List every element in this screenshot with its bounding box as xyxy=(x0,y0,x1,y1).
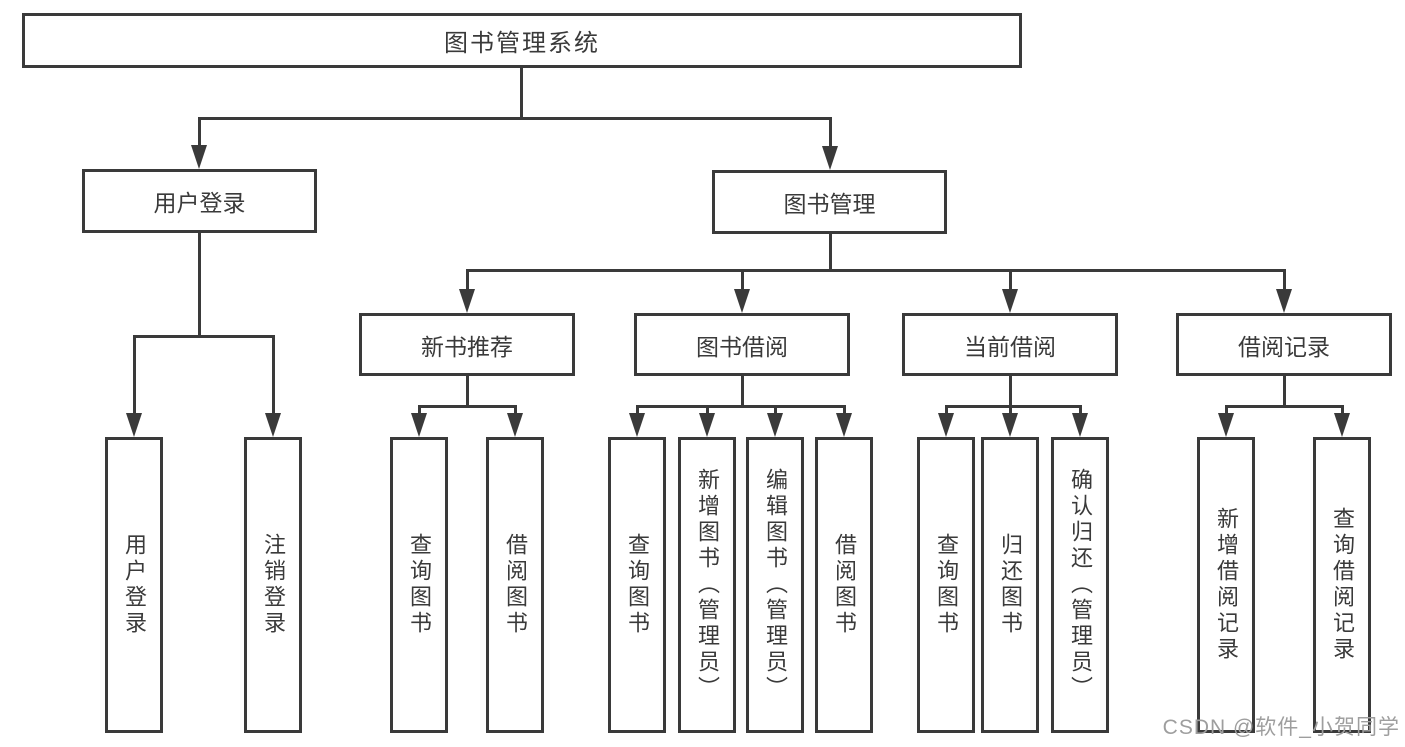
connector-line xyxy=(843,405,846,417)
connector-line xyxy=(1283,376,1286,407)
connector-line xyxy=(636,405,639,417)
node-leaf-add-borrow-record: 新增借阅记录 xyxy=(1197,437,1255,733)
connector-line xyxy=(418,405,421,417)
connector-line xyxy=(133,335,136,415)
node-leaf-add-book-admin: 新增图书（管理员） xyxy=(678,437,736,733)
connector-line xyxy=(636,405,846,408)
node-leaf-edit-book-admin: 编辑图书（管理员） xyxy=(746,437,804,733)
node-label: 图书管理 xyxy=(783,191,876,217)
arrowhead-icon xyxy=(126,413,142,437)
node-leaf-query-books-recommend: 查询图书 xyxy=(390,437,448,733)
connector-line xyxy=(520,68,523,119)
arrowhead-icon xyxy=(699,413,715,437)
node-leaf-user-login: 用户登录 xyxy=(105,437,163,733)
node-user-login: 用户登录 xyxy=(82,169,317,233)
connector-line xyxy=(1283,269,1286,293)
node-library-management-system: 图书管理系统 xyxy=(22,13,1022,68)
node-current-borrowing: 当前借阅 xyxy=(902,313,1118,376)
node-leaf-query-books-borrowing: 查询图书 xyxy=(608,437,666,733)
connector-line xyxy=(1225,405,1344,408)
node-leaf-return-books: 归还图书 xyxy=(981,437,1039,733)
node-leaf-query-books-current: 查询图书 xyxy=(917,437,975,733)
node-label: 图书管理系统 xyxy=(444,30,600,57)
node-label: 新书推荐 xyxy=(421,333,513,360)
connector-line xyxy=(1341,405,1344,417)
node-label: 图书借阅 xyxy=(696,333,788,360)
connector-line xyxy=(466,376,469,407)
node-label: 查询图书 xyxy=(934,533,959,637)
node-borrowing-records: 借阅记录 xyxy=(1176,313,1392,376)
connector-line xyxy=(466,269,469,293)
node-label: 归还图书 xyxy=(998,533,1023,637)
arrowhead-icon xyxy=(411,413,427,437)
node-label: 新增借阅记录 xyxy=(1214,507,1239,663)
arrowhead-icon xyxy=(1276,289,1292,313)
node-label: 用户登录 xyxy=(153,190,246,216)
node-book-management: 图书管理 xyxy=(712,170,947,234)
node-label: 编辑图书（管理员） xyxy=(763,468,788,702)
connector-line xyxy=(945,405,948,417)
arrowhead-icon xyxy=(265,413,281,437)
connector-line xyxy=(1009,376,1012,407)
connector-line xyxy=(418,405,517,408)
node-book-borrowing: 图书借阅 xyxy=(634,313,850,376)
node-leaf-borrow-books-recommend: 借阅图书 xyxy=(486,437,544,733)
arrowhead-icon xyxy=(507,413,523,437)
node-label: 借阅记录 xyxy=(1238,333,1330,360)
arrowhead-icon xyxy=(459,289,475,313)
connector-line xyxy=(514,405,517,417)
arrowhead-icon xyxy=(191,145,207,169)
arrowhead-icon xyxy=(836,413,852,437)
arrowhead-icon xyxy=(629,413,645,437)
connector-line xyxy=(741,376,744,407)
node-leaf-borrow-books-borrowing: 借阅图书 xyxy=(815,437,873,733)
node-leaf-confirm-return-admin: 确认归还（管理员） xyxy=(1051,437,1109,733)
arrowhead-icon xyxy=(1002,289,1018,313)
connector-line xyxy=(1009,405,1012,417)
arrowhead-icon xyxy=(1218,413,1234,437)
node-label: 当前借阅 xyxy=(964,333,1056,360)
node-label: 注销登录 xyxy=(261,533,286,637)
node-label: 确认归还（管理员） xyxy=(1068,468,1093,702)
arrowhead-icon xyxy=(1002,413,1018,437)
connector-line xyxy=(829,117,832,148)
arrowhead-icon xyxy=(938,413,954,437)
node-label: 查询图书 xyxy=(407,533,432,637)
node-leaf-query-borrow-record: 查询借阅记录 xyxy=(1313,437,1371,733)
node-label: 查询图书 xyxy=(625,533,650,637)
connector-line xyxy=(198,117,201,147)
connector-line xyxy=(945,405,1082,408)
node-leaf-logout: 注销登录 xyxy=(244,437,302,733)
connector-line xyxy=(1079,405,1082,417)
connector-line xyxy=(466,269,1286,272)
arrowhead-icon xyxy=(767,413,783,437)
connector-line xyxy=(829,234,832,272)
arrowhead-icon xyxy=(1072,413,1088,437)
node-label: 查询借阅记录 xyxy=(1330,507,1355,663)
connector-line xyxy=(133,335,275,338)
connector-line xyxy=(706,405,709,417)
arrowhead-icon xyxy=(734,289,750,313)
node-label: 借阅图书 xyxy=(503,533,528,637)
node-label: 用户登录 xyxy=(122,533,147,637)
connector-line xyxy=(198,233,201,337)
connector-line xyxy=(774,405,777,417)
connector-line xyxy=(1225,405,1228,417)
connector-line xyxy=(741,269,744,293)
node-label: 借阅图书 xyxy=(832,533,857,637)
node-new-book-recommendation: 新书推荐 xyxy=(359,313,575,376)
connector-line xyxy=(1009,269,1012,293)
connector-line xyxy=(272,335,275,415)
node-label: 新增图书（管理员） xyxy=(695,468,720,702)
csdn-watermark: CSDN @软件_小贺同学 xyxy=(1162,716,1400,739)
arrowhead-icon xyxy=(822,146,838,170)
connector-line xyxy=(198,117,832,120)
arrowhead-icon xyxy=(1334,413,1350,437)
